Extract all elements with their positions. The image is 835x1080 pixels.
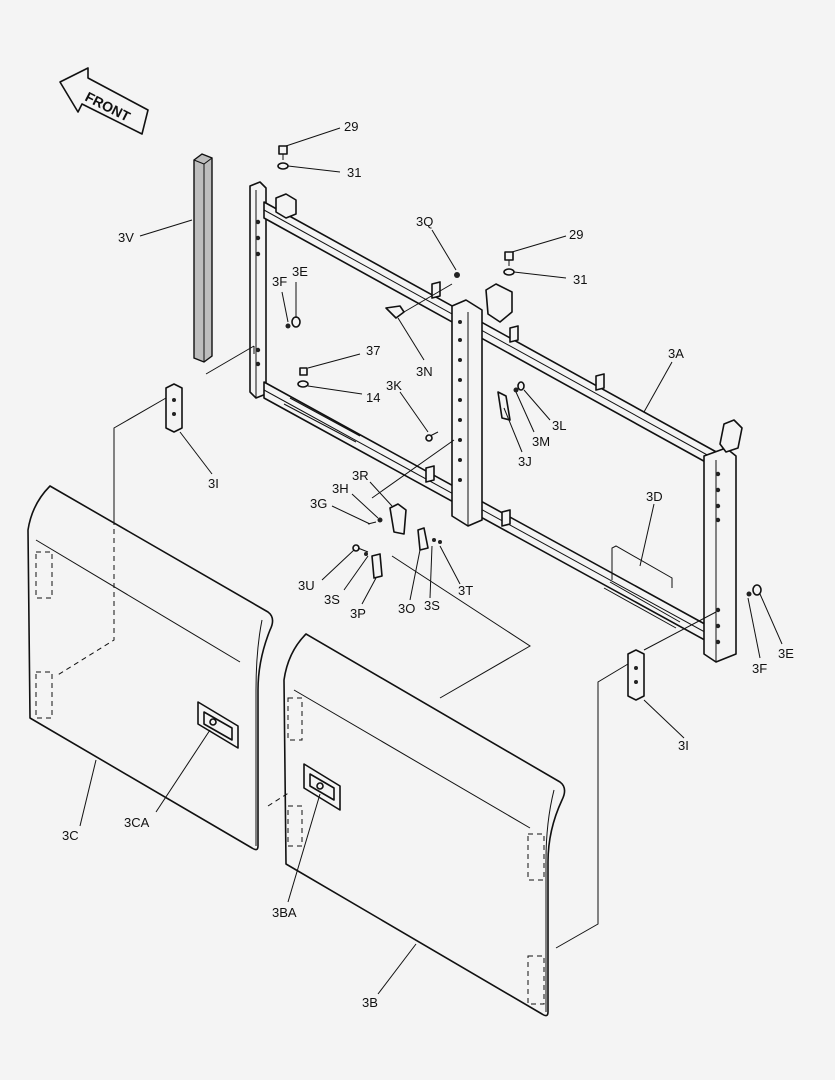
callout-3c: 3C xyxy=(62,828,79,843)
callout-3q: 3Q xyxy=(416,214,433,229)
callout-3i-right: 3I xyxy=(678,738,689,753)
callout-29b: 29 xyxy=(569,227,583,242)
callout-3d: 3D xyxy=(646,489,663,504)
callout-3j: 3J xyxy=(518,454,532,469)
callout-3l: 3L xyxy=(552,418,566,433)
callout-3r: 3R xyxy=(352,468,369,483)
callout-3u: 3U xyxy=(298,578,315,593)
callout-3e: 3E xyxy=(292,264,308,279)
callout-3e2: 3E xyxy=(778,646,794,661)
fasteners xyxy=(277,145,762,597)
part-3i-hinge-left xyxy=(165,383,183,433)
callout-3g: 3G xyxy=(310,496,327,511)
callout-37: 37 xyxy=(366,343,380,358)
callout-3s: 3S xyxy=(324,592,340,607)
callout-31b: 31 xyxy=(573,272,587,287)
callout-14: 14 xyxy=(366,390,380,405)
callout-3a: 3A xyxy=(668,346,684,361)
part-3b-door-right xyxy=(283,633,566,1017)
callout-3f: 3F xyxy=(272,274,287,289)
part-3d-grab-handle xyxy=(611,545,673,588)
part-3a-frame xyxy=(249,181,743,663)
callout-29a: 29 xyxy=(344,119,358,134)
callout-3p: 3P xyxy=(350,606,366,621)
part-3v-post xyxy=(193,153,213,363)
alignment-lines xyxy=(55,283,717,949)
callout-3o: 3O xyxy=(398,601,415,616)
callout-3b: 3B xyxy=(362,995,378,1010)
callout-labels: 29 31 29 31 3V 3Q 3E 3F 3N 37 3A 14 3K 3… xyxy=(62,119,794,1010)
part-3c-door-left xyxy=(27,485,274,851)
callout-3m: 3M xyxy=(532,434,550,449)
callout-3s2: 3S xyxy=(424,598,440,613)
callout-3n: 3N xyxy=(416,364,433,379)
callout-3i-left: 3I xyxy=(208,476,219,491)
callout-3v: 3V xyxy=(118,230,134,245)
callout-3ca: 3CA xyxy=(124,815,150,830)
front-orientation-arrow: FRONT xyxy=(59,67,149,135)
callout-3f2: 3F xyxy=(752,661,767,676)
callout-3ba: 3BA xyxy=(272,905,297,920)
callout-3h: 3H xyxy=(332,481,349,496)
part-3i-hinge-right xyxy=(627,649,645,701)
callout-31a: 31 xyxy=(347,165,361,180)
leader-lines xyxy=(79,127,783,995)
callout-3k: 3K xyxy=(386,378,402,393)
callout-3t: 3T xyxy=(458,583,473,598)
